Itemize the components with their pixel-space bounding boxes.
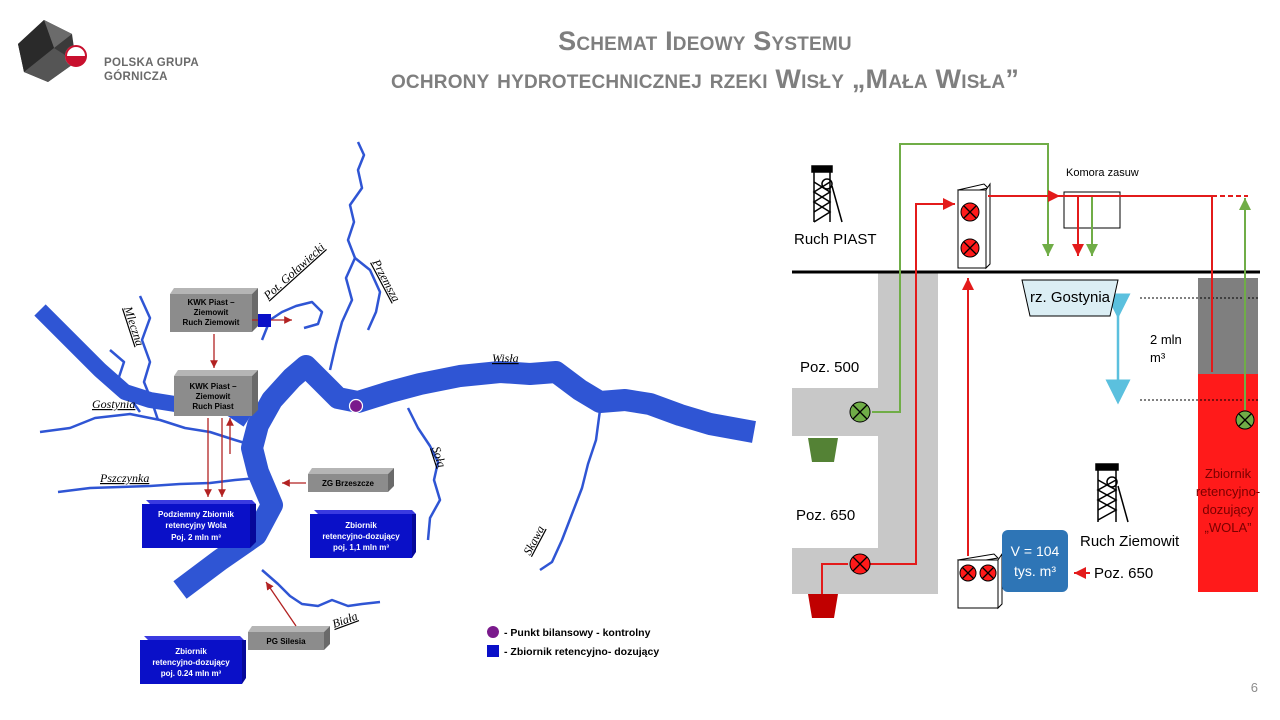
label-ruch-piast: Ruch PIAST [794,231,877,248]
legend-reservoir-label: - Zbiornik retencyjno- dozujący [504,646,659,658]
green-pipe-main [872,143,1054,413]
label-skawa: Skawa [520,523,547,557]
wola-reservoir-block [1198,374,1258,592]
red-pipe-to-top [870,198,955,565]
label-sola: Soła [429,445,449,470]
valve-red-poz650 [849,553,871,575]
reservoir-wola: Podziemny Zbiornik retencyjny Wola Poj. … [142,500,256,548]
valve-red-top-1 [960,202,980,222]
reservoir-silesia-l3: poj. 0.24 mln m³ [161,669,222,678]
mine-piast-ziemowit-l2: Ziemowit [194,308,229,317]
label-capacity-1: 2 mln [1150,332,1182,347]
reservoir-wola-l1: Podziemny Zbiornik [158,510,235,519]
mine-box-piast-piast: KWK Piast – Ziemowit Ruch Piast [174,370,258,416]
wola-label-2: retencyjno- [1196,484,1260,499]
valve-green-wola [1235,410,1255,430]
label-poz650-right: Poz. 650 [1094,565,1153,582]
label-poz500: Poz. 500 [800,359,859,376]
volume-line-2: tys. m³ [1014,563,1056,579]
river-biala [261,569,381,608]
balance-point-marker [348,398,364,414]
label-poz650: Poz. 650 [796,507,855,524]
label-biala: Biała [330,609,359,631]
label-ruch-ziemowit: Ruch Ziemowit [1080,533,1180,550]
reservoir-brzeszcze: Zbiornik retencyjno-dozujący poj. 1,1 ml… [310,510,416,558]
red-pipe-poz650 [821,563,848,594]
river-pszczynka [57,476,259,494]
valve-red-bottom-1 [959,564,977,582]
valves [849,202,1255,582]
mine-silesia-label: PG Silesia [266,637,306,646]
mine-piast-piast-l1: KWK Piast – [189,382,237,391]
mine-brzeszcze-label: ZG Brzeszcze [322,479,375,488]
label-komora: Komora zasuw [1066,167,1139,179]
mine-piast-piast-l2: Ziemowit [196,392,231,401]
volume-box [1002,530,1068,592]
reservoir-silesia-l1: Zbiornik [175,647,207,656]
valve-red-top-2 [960,238,980,258]
brand-line-1: POLSKA GRUPA [104,57,199,69]
mine-box-piast-ziemowit: KWK Piast – Ziemowit Ruch Ziemowit [170,288,258,332]
reservoir-brzeszcze-l3: poj. 1,1 mln m³ [333,543,389,552]
reservoir-marker-golawiecki [258,314,271,327]
reservoir-wola-l2: retencyjny Wola [165,521,227,530]
wola-label-4: „WOLA” [1205,520,1252,535]
reservoir-brzeszcze-l2: retencyjno-dozujący [322,532,400,541]
reservoir-wola-l3: Poj. 2 mln m³ [171,533,221,542]
sump-poz650 [808,594,838,618]
mine-piast-ziemowit-l3: Ruch Ziemowit [183,318,240,327]
river-przemsza-branch [354,257,382,331]
brand-name: POLSKA GRUPA GÓRNICZA [104,56,199,84]
river-golawiecki [260,300,324,341]
wola-label-3: dozujący [1202,502,1254,517]
legend-point-label: - Punkt bilansowy - kontrolny [504,627,651,639]
title-line-2: ochrony hydrotechnicznej rzeki Wisły „Ma… [390,64,1020,94]
gostynia-channel [1021,279,1119,317]
valve-green-poz500 [849,401,871,423]
label-capacity-2: m³ [1150,350,1166,365]
logo-icon [18,20,87,82]
label-mleczna: Mleczna [121,304,147,348]
arrow-silesia-to-wisla [265,581,297,627]
legend-reservoir-icon [487,645,499,657]
title-line-1: Schemat Ideowy Systemu [558,26,852,56]
company-logo: POLSKA GRUPA GÓRNICZA [14,16,214,86]
wola-label-1: Zbiornik [1205,466,1252,481]
reservoir-brzeszcze-l1: Zbiornik [345,521,377,530]
label-wisla: Wisła [492,351,519,365]
volume-line-1: V = 104 [1011,543,1060,559]
river-skawa [539,409,602,572]
valve-red-bottom-2 [979,564,997,582]
sump-poz500 [808,438,838,462]
river-wisla-main [173,355,756,599]
hydro-schematic: V = 104 tys. m³ Ruch PIAST Komora zasuw [792,143,1260,618]
headframe-icon-piast [811,165,843,223]
river-przemsza-upper [328,141,366,371]
shaft-ziemowit-upper [1198,278,1258,374]
mine-box-silesia: PG Silesia [248,626,330,650]
label-pszczynka: Pszczynka [99,471,149,485]
reservoir-silesia: Zbiornik retencyjno-dozujący poj. 0.24 m… [140,636,246,684]
mine-box-brzeszcze: ZG Brzeszcze [308,468,394,492]
river-gostynia [39,412,256,448]
page-number: 6 [1250,680,1258,695]
river-sola [406,407,442,541]
map-legend: - Punkt bilansowy - kontrolny - Zbiornik… [487,626,659,658]
legend-point-icon [487,626,499,638]
brand-line-2: GÓRNICZA [104,71,168,83]
mine-piast-ziemowit-l1: KWK Piast – [187,298,235,307]
river-map: Przemsza Pot. Goławiecki Mleczna Gostyni… [34,141,756,684]
label-golawiecki: Pot. Goławiecki [260,240,328,303]
label-gostynia: Gostynia [92,397,135,411]
mine-piast-piast-l3: Ruch Piast [192,402,234,411]
headframe-icon-ziemowit [1095,463,1129,523]
reservoir-silesia-l2: retencyjno-dozujący [152,658,230,667]
pump-station-bottom [956,552,1003,610]
label-gostynia-channel: rz. Gostynia [1030,289,1111,306]
